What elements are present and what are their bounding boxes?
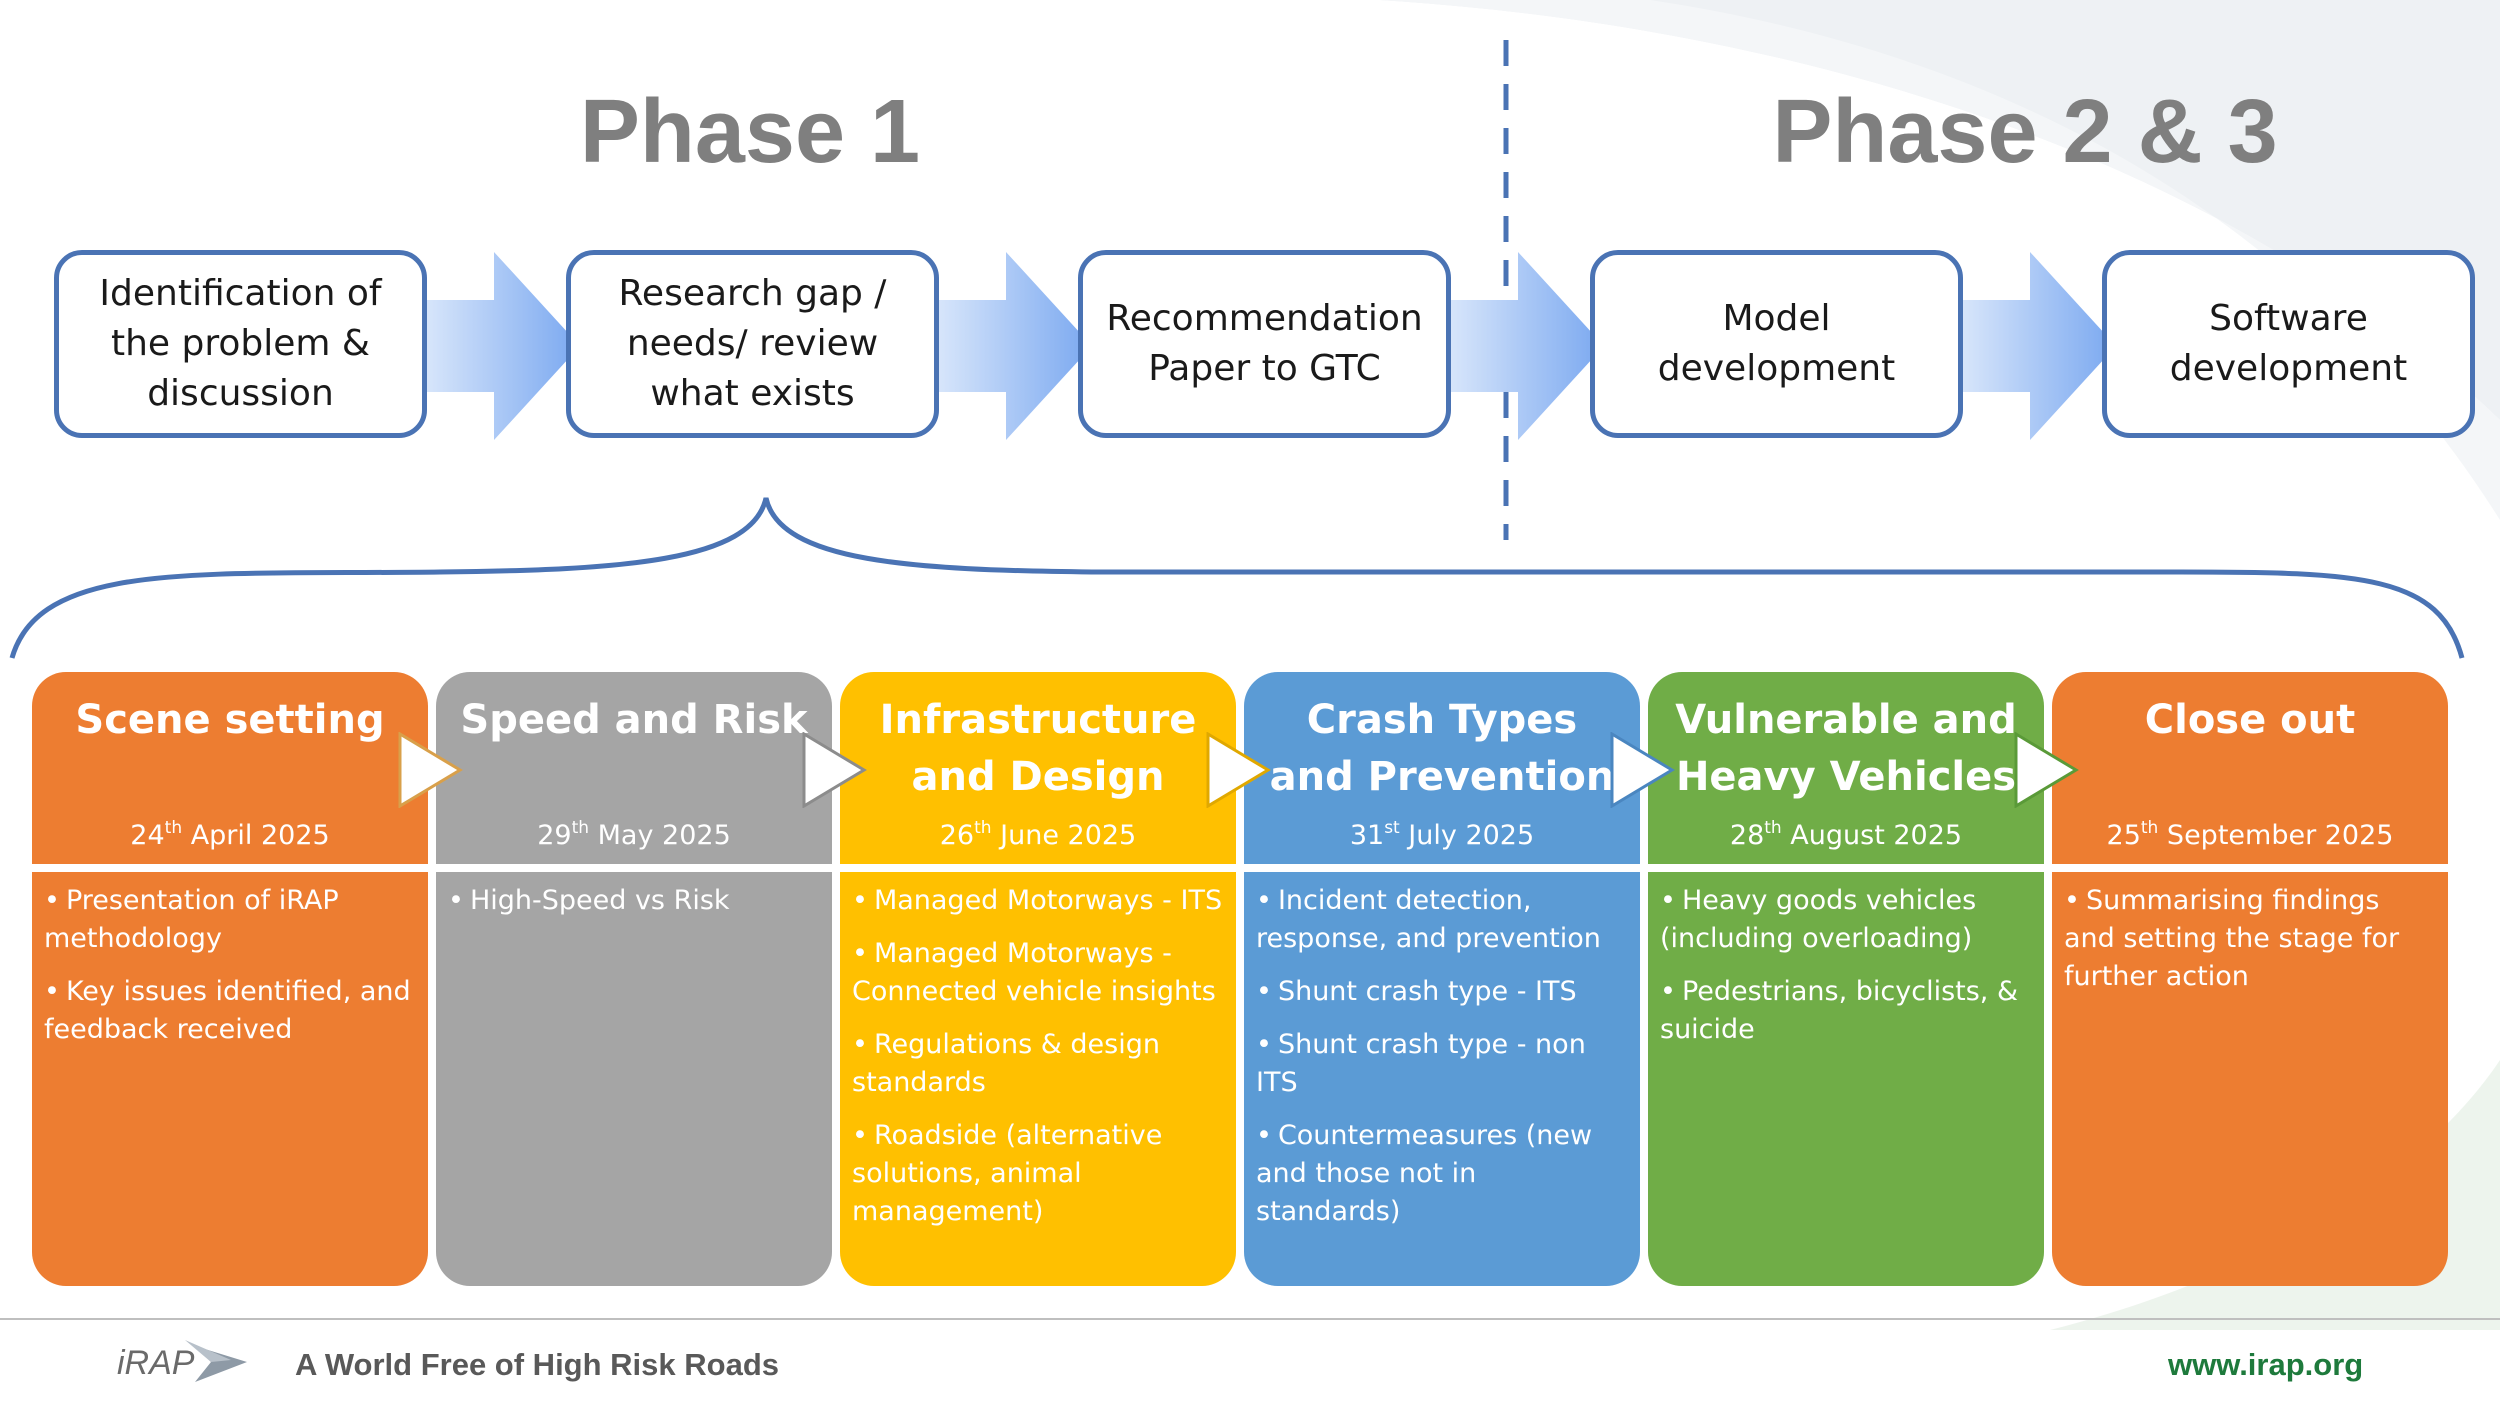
card-divider bbox=[2052, 864, 2448, 872]
flow-arrow bbox=[1956, 252, 2116, 440]
flow-arrow bbox=[932, 252, 1092, 440]
card-bullet: •Managed Motorways - Connected vehicle i… bbox=[852, 938, 1216, 1007]
chevron-right-icon bbox=[802, 732, 867, 808]
card-divider bbox=[436, 864, 832, 872]
footer-url-link[interactable]: www.irap.org bbox=[2168, 1347, 2364, 1382]
card-bullet: •Heavy goods vehicles (including overloa… bbox=[1660, 885, 1977, 954]
card-body: •High-Speed vs Risk bbox=[436, 872, 832, 935]
card-bullet: •Countermeasures (new and those not in s… bbox=[1256, 1120, 1593, 1227]
card-header: Scene setting 24th April 2025 bbox=[32, 672, 428, 864]
chevron-right-icon bbox=[1206, 732, 1271, 808]
card-date: 28th August 2025 bbox=[1729, 818, 1963, 852]
card-title: Speed and Risk bbox=[460, 697, 808, 743]
phase-brace bbox=[9, 497, 2465, 659]
card-bullet: •Key issues identified, and feedback rec… bbox=[44, 976, 411, 1045]
card-body: •Managed Motorways - ITS •Managed Motorw… bbox=[840, 872, 1236, 1246]
card-bullet: •Roadside (alternative solutions, animal… bbox=[852, 1120, 1163, 1227]
card-divider bbox=[840, 864, 1236, 872]
card-divider bbox=[1244, 864, 1640, 872]
phase-1-title: Phase 1 bbox=[579, 82, 921, 182]
irap-logo: iRAP bbox=[117, 1340, 247, 1382]
footer-tagline: A World Free of High Risk Roads bbox=[295, 1347, 779, 1382]
card-divider bbox=[32, 864, 428, 872]
card-date: 25th September 2025 bbox=[2106, 818, 2394, 852]
card-bullet: •Summarising findings and setting the st… bbox=[2064, 885, 2400, 992]
flow-arrow bbox=[1444, 252, 1604, 440]
card-title: Scene setting bbox=[75, 697, 385, 743]
card-date: 24th April 2025 bbox=[130, 818, 330, 852]
card-date: 31st July 2025 bbox=[1349, 818, 1535, 852]
session-card-scene-setting: Scene setting 24th April 2025 •Presentat… bbox=[32, 672, 428, 1286]
card-title: Close out bbox=[2144, 697, 2356, 743]
session-card-speed-and-risk: Speed and Risk 29th May 2025 •High-Speed… bbox=[436, 672, 832, 1286]
card-bullet: •Pedestrians, bicyclists, & suicide bbox=[1660, 976, 2019, 1045]
phase-divider bbox=[1503, 40, 1509, 540]
card-date: 26th June 2025 bbox=[939, 818, 1137, 852]
card-bullet: •High-Speed vs Risk bbox=[448, 885, 730, 916]
card-header: Speed and Risk 29th May 2025 bbox=[436, 672, 832, 864]
card-header: Close out 25th September 2025 bbox=[2052, 672, 2448, 864]
card-bullet: •Shunt crash type - non ITS bbox=[1256, 1029, 1586, 1098]
card-bullet: •Managed Motorways - ITS bbox=[852, 885, 1223, 916]
footer-divider bbox=[0, 1318, 2500, 1320]
card-bullet: •Presentation of iRAP methodology bbox=[44, 885, 339, 954]
card-bullet: •Incident detection, response, and preve… bbox=[1256, 885, 1601, 954]
card-body: •Incident detection, response, and preve… bbox=[1244, 872, 1640, 1246]
flow-arrow bbox=[420, 252, 580, 440]
chevron-right-icon bbox=[2014, 732, 2079, 808]
phase-2-3-title: Phase 2 & 3 bbox=[1772, 82, 2278, 182]
chevron-right-icon bbox=[1610, 732, 1675, 808]
card-date: 29th May 2025 bbox=[537, 818, 731, 852]
card-bullet: •Shunt crash type - ITS bbox=[1256, 976, 1577, 1007]
card-body: •Presentation of iRAP methodology •Key i… bbox=[32, 872, 428, 1064]
card-body: •Summarising findings and setting the st… bbox=[2052, 872, 2448, 1011]
card-body: •Heavy goods vehicles (including overloa… bbox=[1648, 872, 2044, 1064]
svg-text:iRAP: iRAP bbox=[117, 1344, 195, 1382]
chevron-right-icon bbox=[398, 732, 463, 808]
session-card-close-out: Close out 25th September 2025 •Summarisi… bbox=[2052, 672, 2448, 1286]
card-divider bbox=[1648, 864, 2044, 872]
card-bullet: •Regulations & design standards bbox=[852, 1029, 1160, 1098]
